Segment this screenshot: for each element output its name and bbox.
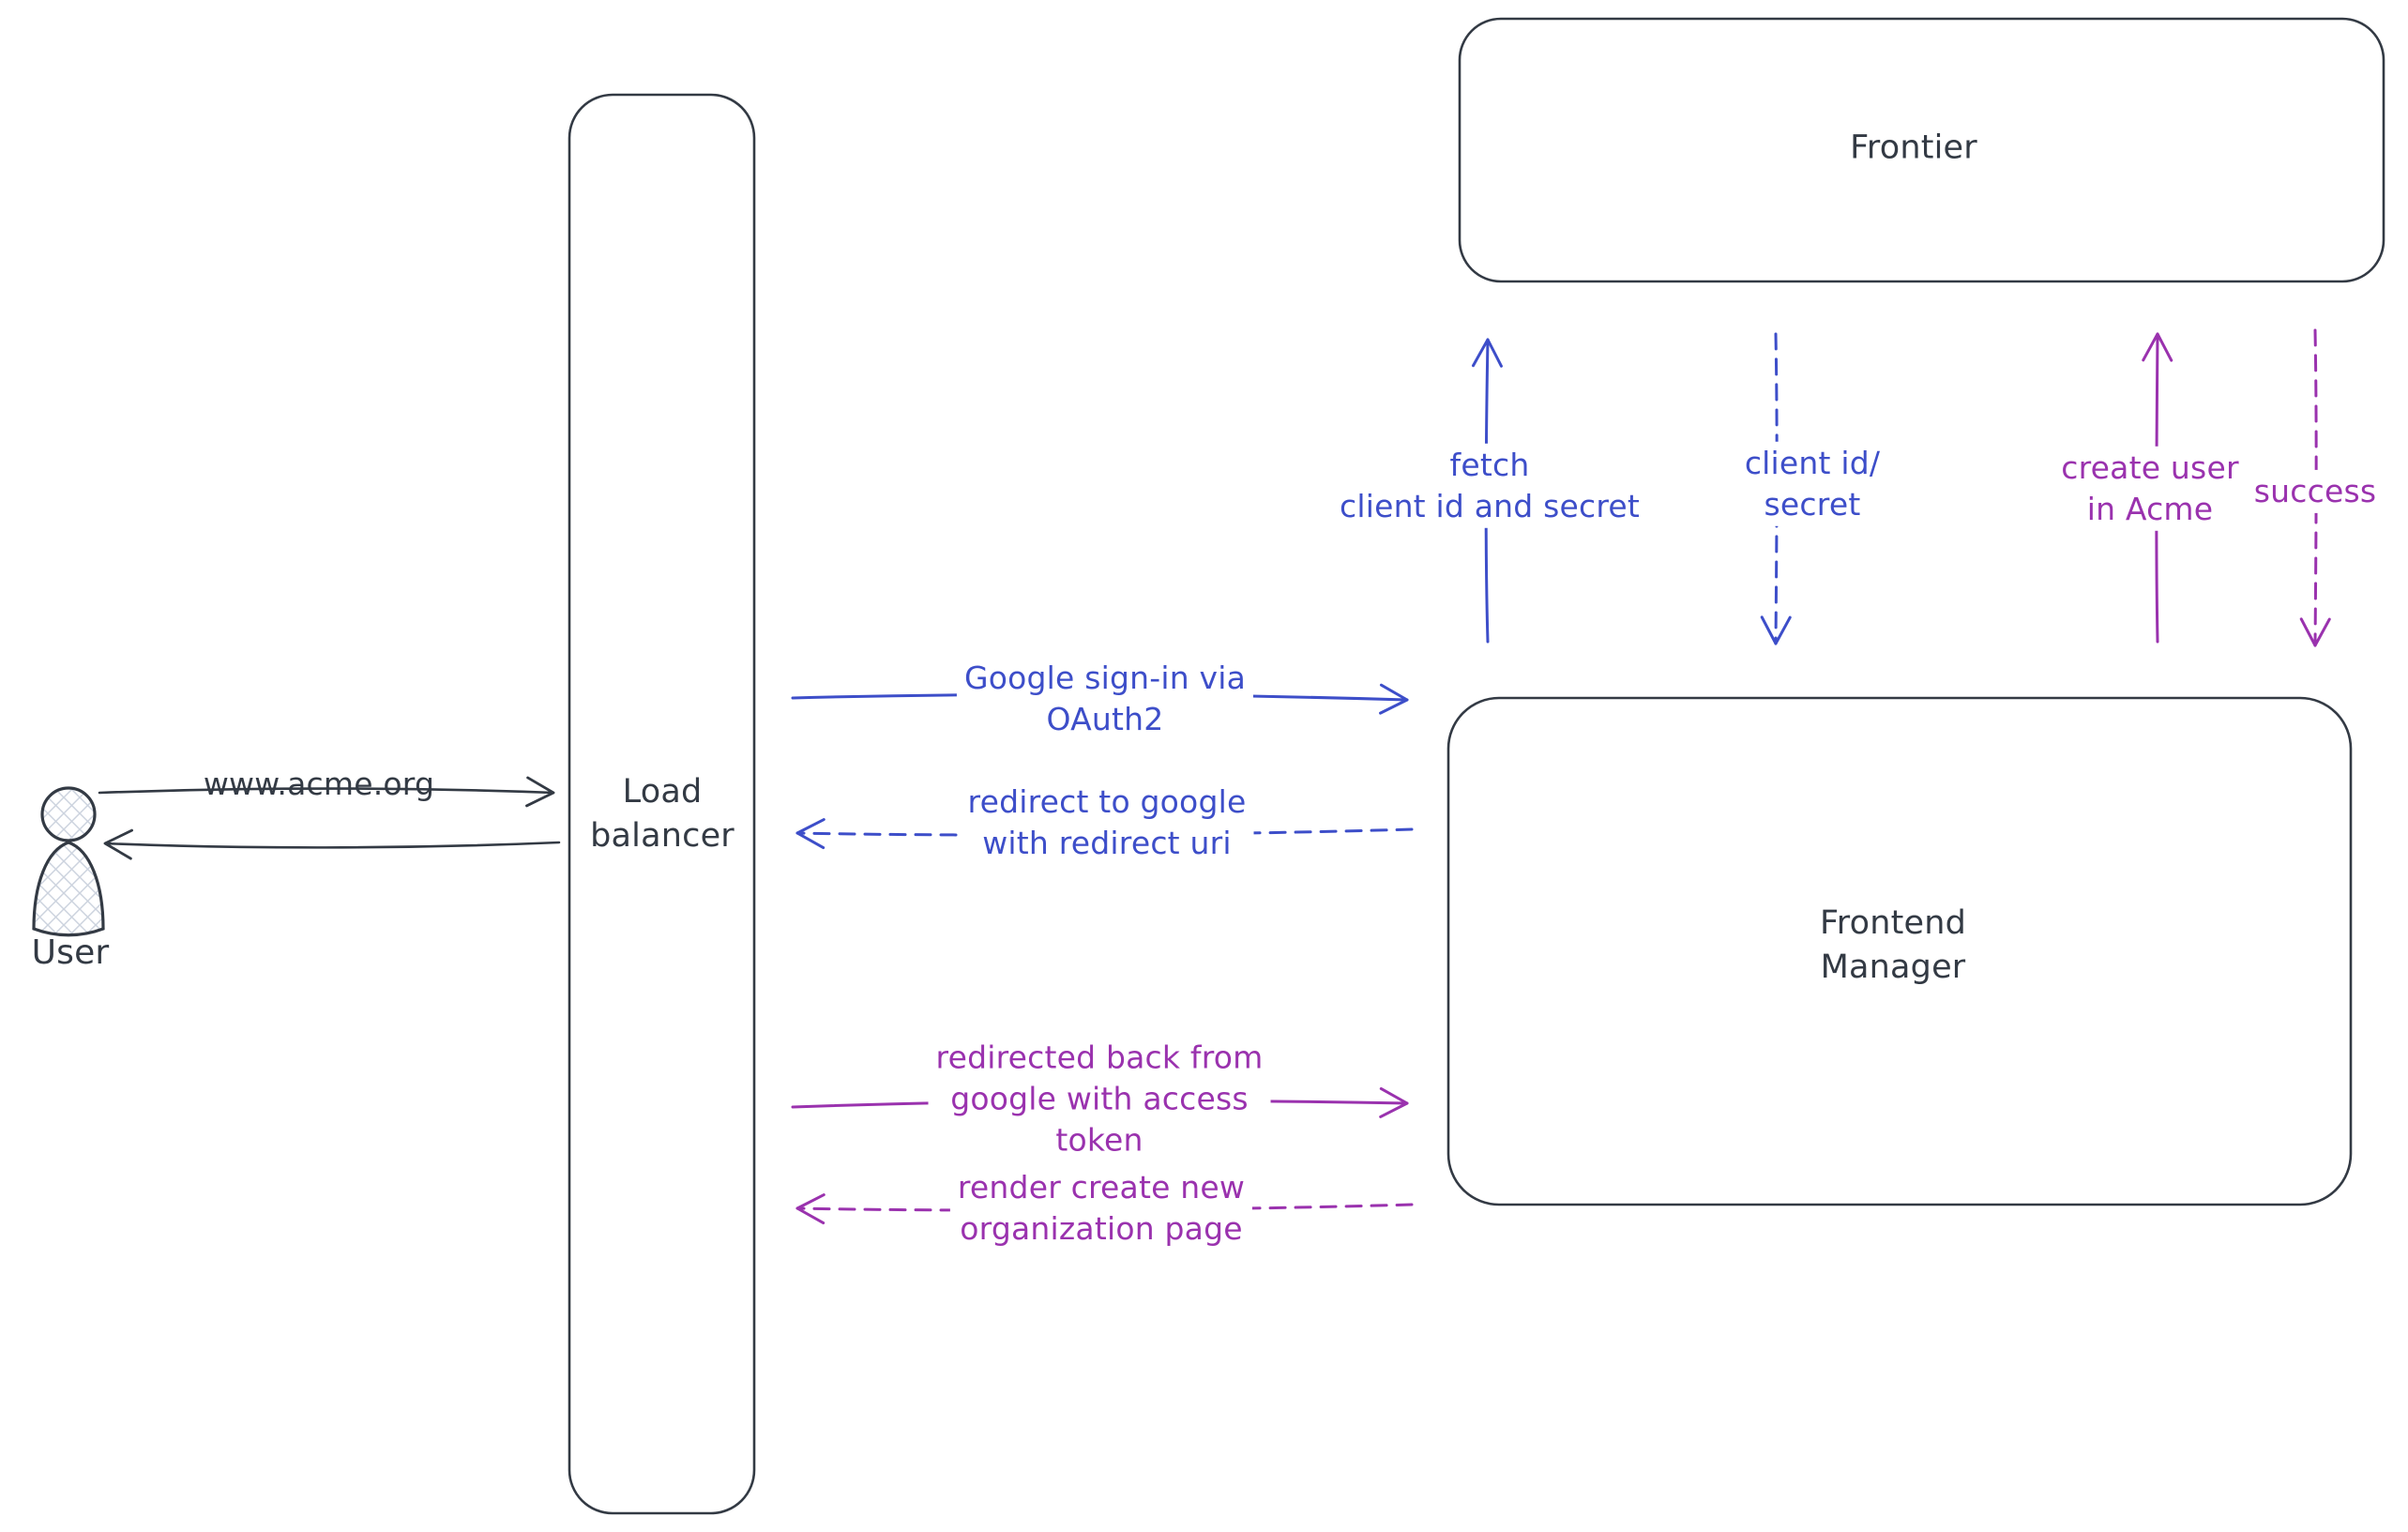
- edge-label-render-org-page-line2: organization page: [960, 1210, 1243, 1247]
- edge-label-redirected-back-line3: token: [1055, 1122, 1143, 1160]
- frontier-label-text: Frontier: [1850, 129, 1977, 167]
- edge-label-redirected-back: redirected back from google with access …: [928, 1036, 1271, 1163]
- load-balancer-box: [568, 93, 756, 1515]
- edge-label-fetch-client-secret-line2: client id and secret: [1339, 488, 1641, 524]
- edge-www-acme: [98, 776, 555, 808]
- edge-label-redirected-back-line1: redirected back from: [935, 1039, 1264, 1076]
- load-balancer-label-line2: balancer: [590, 817, 735, 855]
- edge-label-redirected-back-line2: google with access: [950, 1080, 1249, 1117]
- user-figure: [32, 786, 105, 937]
- frontier-box: [1458, 17, 2385, 283]
- frontend-manager-label-line2: Manager: [1820, 948, 1966, 986]
- edge-label-www-acme-text: www.acme.org: [203, 765, 435, 802]
- edge-label-redirect-to-google: redirect to google with redirect uri: [960, 780, 1254, 866]
- edge-label-fetch-client-secret: fetch client id and secret: [1331, 443, 1648, 529]
- edge-label-create-user: create user in Acme: [2053, 446, 2247, 532]
- edge-label-render-org-page: render create new organization page: [949, 1165, 1253, 1251]
- edge-label-success: success: [2246, 469, 2385, 514]
- edge-label-create-user-line1: create user: [2061, 448, 2239, 486]
- frontend-manager-box: [1446, 696, 2353, 1206]
- frontend-manager-label: Frontend Manager: [1820, 902, 1966, 990]
- user-body: [32, 841, 105, 937]
- load-balancer-label: Load balancer: [590, 770, 735, 858]
- frontend-manager-label-line1: Frontend: [1819, 904, 1967, 943]
- user-head: [40, 786, 97, 842]
- edge-label-fetch-client-secret-line1: fetch: [1449, 446, 1530, 483]
- edge-label-redirect-to-google-line2: with redirect uri: [982, 825, 1232, 861]
- edge-label-google-signin: Google sign-in via OAuth2: [956, 656, 1254, 742]
- load-balancer-label-line1: Load: [622, 773, 703, 812]
- edge-label-client-id-secret-line2: secret: [1764, 486, 1861, 523]
- user-label-text: User: [31, 933, 110, 972]
- edge-lb-response: [103, 828, 561, 860]
- user-label: User: [32, 931, 110, 976]
- edge-label-client-id-secret-line1: client id/: [1744, 444, 1881, 481]
- frontier-label: Frontier: [1850, 127, 1977, 171]
- edge-label-google-signin-line1: Google sign-in via: [963, 659, 1247, 696]
- edge-label-create-user-line2: in Acme: [2086, 491, 2214, 527]
- edge-label-redirect-to-google-line1: redirect to google: [967, 782, 1247, 820]
- edge-label-success-text: success: [2253, 472, 2377, 509]
- edge-label-client-id-secret: client id/ secret: [1736, 441, 1888, 527]
- edge-label-render-org-page-line1: render create new: [957, 1168, 1246, 1206]
- edge-label-google-signin-line2: OAuth2: [1046, 701, 1164, 737]
- edge-label-www-acme: www.acme.org: [204, 764, 434, 805]
